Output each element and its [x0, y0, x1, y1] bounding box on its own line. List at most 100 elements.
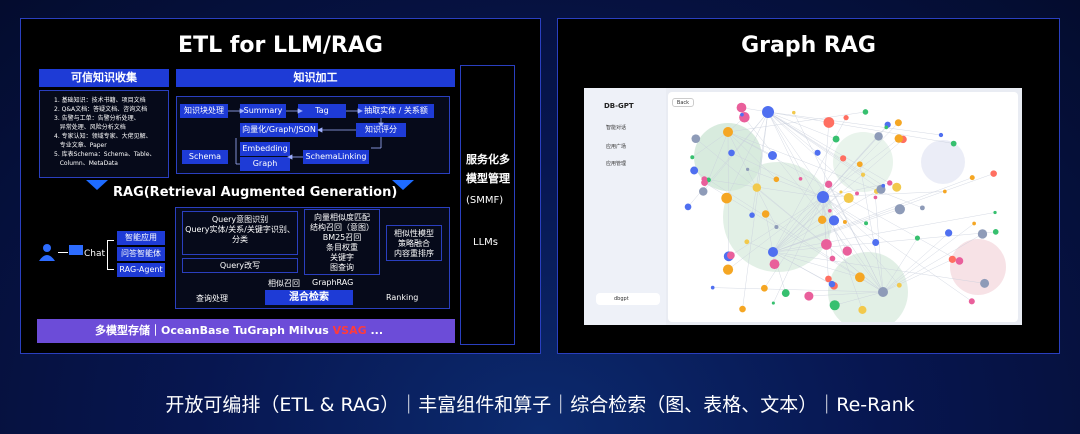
graph-edge [822, 196, 863, 311]
collect-item: 5. 库表Schema：Schema、Table、 [54, 151, 156, 158]
graph-node [842, 219, 847, 224]
graph-node [727, 251, 735, 260]
graph-node [798, 176, 803, 181]
user-chip[interactable]: dbgpt [596, 293, 660, 305]
graph-edge [859, 164, 884, 293]
node-graph: Graph [240, 157, 290, 171]
graph-edge [772, 251, 985, 284]
graph-node [768, 151, 777, 160]
graph-edge [772, 191, 842, 253]
graph-edge [767, 111, 837, 140]
graph-node [894, 204, 905, 215]
graph-edge [767, 111, 801, 179]
graph-edge [772, 209, 900, 253]
graph-node [736, 102, 747, 113]
graph-edge [767, 111, 858, 194]
graph-node [739, 305, 746, 313]
graph-node [942, 189, 947, 194]
nav-apps[interactable]: 应用广场 [606, 144, 627, 150]
graph-node [862, 109, 869, 115]
graph-node [884, 125, 889, 130]
nav-chat[interactable]: 智能对话 [606, 125, 627, 131]
graph-node [728, 149, 735, 157]
knowledge-graph [684, 102, 1006, 322]
graph-node [825, 275, 832, 283]
graph-node [992, 229, 999, 235]
graph-rag-title: Graph RAG [741, 33, 876, 58]
rag-title: RAG(Retrieval Augmented Generation) [113, 185, 398, 200]
collect-item: 异常处理、风险分析文档 [54, 124, 126, 131]
graph-edge [822, 196, 900, 286]
graph-edge [708, 131, 729, 180]
graph-cluster [833, 132, 893, 192]
graph-edge [767, 111, 846, 223]
graph-node [950, 140, 957, 147]
graph-node [773, 176, 780, 183]
graph-node [817, 215, 827, 225]
graph-node [980, 278, 990, 288]
graph-node [814, 149, 821, 156]
graph-node [829, 300, 840, 311]
graph-node [749, 212, 755, 218]
ranking-label: Ranking [386, 293, 419, 302]
collect-item: 专业文章、Paper [54, 142, 107, 149]
graph-edge [764, 196, 824, 289]
collect-item: 3. 告警与工单：告警分析处理、 [54, 115, 140, 122]
graph-node [699, 187, 708, 196]
graph-node [691, 134, 701, 143]
query-box: Query意图识别 Query实体/关系/关键字识别、分类 [182, 211, 298, 255]
node-embedding: Embedding [240, 142, 290, 156]
graph-node [874, 132, 883, 141]
query-rewrite: Query改写 [182, 258, 298, 273]
graph-node [919, 205, 925, 211]
back-button[interactable]: Back [672, 98, 694, 107]
graph-node [824, 180, 833, 188]
collect-item: 2. Q&A文档：答疑文档、咨询文档 [54, 106, 148, 113]
graph-node [723, 127, 733, 137]
storage-bar: 多模型存储｜OceanBase TuGraph Milvus VSAG ... [37, 319, 455, 343]
user-icon [39, 244, 55, 261]
graph-node [894, 134, 904, 143]
graph-edge [727, 111, 866, 133]
query-process-label: 查询处理 [196, 294, 228, 303]
graph-node [701, 176, 708, 183]
graph-node [684, 203, 692, 211]
graph-edge [772, 173, 994, 253]
graph-edge [742, 111, 769, 310]
graph-node [752, 183, 762, 192]
graph-edge [772, 231, 996, 253]
graph-edge [704, 182, 884, 293]
graph-node [781, 289, 790, 297]
graph-node [860, 172, 866, 177]
collect-item: 1. 基础知识：技术书籍、项目文档 [54, 97, 146, 104]
node-schema: Schema [182, 150, 228, 164]
graph-node [990, 170, 997, 177]
graph-edge [694, 170, 884, 293]
graph-node [823, 117, 835, 128]
graph-edge [833, 220, 884, 293]
graph-node [892, 182, 902, 192]
chat-icon [69, 245, 83, 255]
graph-edge [773, 196, 824, 304]
graph-cluster [921, 140, 965, 184]
graph-edge [772, 139, 904, 253]
graph-edge [695, 138, 884, 293]
nav-manage[interactable]: 应用管理 [606, 161, 627, 167]
storage-prefix: 多模型存储｜ [95, 324, 161, 337]
collect-title: 可信知识收集 [39, 69, 169, 87]
graph-edge [882, 233, 983, 293]
graph-edge [772, 251, 860, 278]
graph-node [821, 239, 832, 250]
graph-edge [767, 111, 818, 153]
arrow-down-right [392, 180, 414, 190]
storage-vsag: VSAG [332, 324, 367, 337]
graph-edge [703, 111, 769, 192]
graph-node [843, 115, 849, 121]
graph-edge [731, 152, 824, 198]
similar-recall-label: 相似召回 [268, 279, 300, 288]
arrow-down-left [86, 180, 108, 190]
graph-node [828, 280, 836, 288]
chat-bracket [107, 240, 114, 270]
graph-edge [882, 223, 975, 293]
graph-node [771, 301, 775, 305]
